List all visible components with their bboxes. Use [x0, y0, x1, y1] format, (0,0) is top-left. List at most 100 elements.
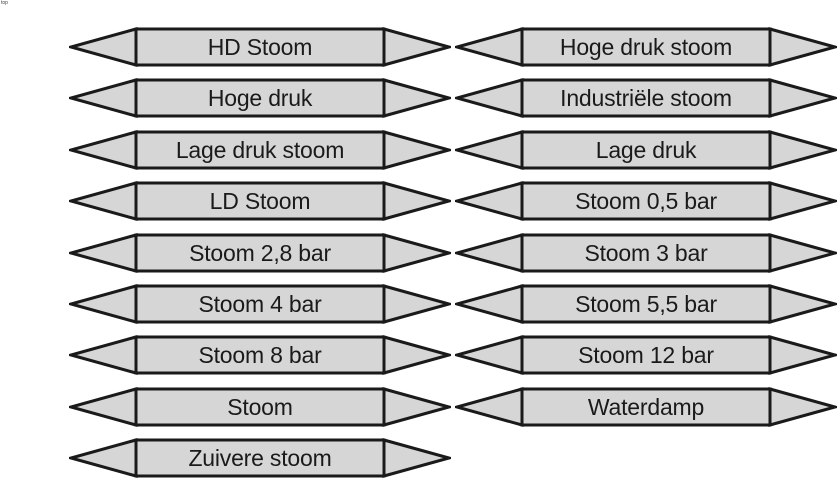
pipe-marker: Industriële stoom — [455, 78, 837, 119]
pipe-marker: LD Stoom — [69, 181, 451, 222]
left-arrow-icon — [69, 386, 138, 427]
left-arrow-icon — [69, 78, 138, 119]
pipe-marker: HD Stoom — [69, 27, 451, 67]
right-arrow-icon — [382, 181, 451, 222]
right-arrow-icon — [382, 386, 451, 427]
marker-label: Stoom 8 bar — [198, 342, 322, 369]
marker-label: Industriële stoom — [560, 85, 732, 112]
left-arrow-icon — [455, 27, 524, 67]
right-arrow-icon — [768, 283, 837, 324]
right-arrow-icon — [768, 181, 837, 222]
marker-label: Stoom 3 bar — [584, 239, 708, 266]
pipe-marker-shape — [69, 438, 451, 479]
right-arrow-icon — [382, 78, 451, 119]
right-arrow-icon — [768, 27, 837, 67]
left-arrow-icon — [69, 438, 138, 479]
marker-label: Lage druk stoom — [175, 136, 345, 163]
marker-label: Lage druk — [595, 136, 697, 163]
marker-label: Stoom 4 bar — [198, 290, 322, 317]
marker-body — [134, 387, 386, 427]
marker-body — [520, 335, 772, 375]
pipe-marker-shape — [69, 232, 451, 273]
left-arrow-icon — [69, 129, 138, 170]
marker-body — [134, 130, 386, 170]
pipe-marker-shape — [69, 335, 451, 376]
pipe-marker-shape — [69, 283, 451, 324]
pipe-marker-shape — [455, 386, 837, 427]
left-arrow-icon — [69, 27, 138, 67]
marker-label: Hoge druk stoom — [559, 34, 733, 60]
left-arrow-icon — [455, 283, 524, 324]
pipe-marker-shape — [455, 129, 837, 170]
pipe-marker-shape — [69, 78, 451, 119]
left-arrow-icon — [69, 335, 138, 376]
marker-label: Stoom 12 bar — [578, 342, 714, 369]
pipe-marker: Zuivere stoom — [69, 438, 451, 479]
left-arrow-icon — [455, 386, 524, 427]
right-arrow-icon — [768, 232, 837, 273]
pipe-marker-shape — [455, 181, 837, 222]
left-arrow-icon — [455, 129, 524, 170]
right-arrow-icon — [382, 335, 451, 376]
right-arrow-icon — [382, 27, 451, 67]
marker-label: Waterdamp — [587, 393, 705, 420]
pipe-marker: Hoge druk — [69, 78, 451, 119]
right-arrow-icon — [382, 283, 451, 324]
marker-body — [134, 78, 386, 118]
marker-body — [520, 387, 772, 427]
left-arrow-icon — [455, 335, 524, 376]
right-arrow-icon — [382, 438, 451, 479]
marker-body — [134, 233, 386, 273]
left-arrow-icon — [455, 181, 524, 222]
marker-label: Zuivere stoom — [188, 445, 332, 472]
left-arrow-icon — [69, 283, 138, 324]
marker-body — [134, 335, 386, 375]
marker-body — [520, 27, 772, 67]
pipe-marker-shape — [455, 78, 837, 119]
marker-label: Stoom — [227, 393, 293, 420]
left-arrow-icon — [455, 232, 524, 273]
left-arrow-icon — [69, 232, 138, 273]
right-arrow-icon — [382, 232, 451, 273]
pipe-marker: Lage druk — [455, 129, 837, 170]
pipe-marker-shape — [455, 232, 837, 273]
pipe-marker: Stoom 3 bar — [455, 232, 837, 273]
pipe-marker: Stoom — [69, 386, 451, 427]
pipe-marker: Stoom 0,5 bar — [455, 181, 837, 222]
pipe-marker: Lage druk stoom — [69, 129, 451, 170]
pipe-marker-shape — [69, 181, 451, 222]
marker-body — [520, 78, 772, 118]
marker-body — [520, 233, 772, 273]
left-arrow-icon — [69, 181, 138, 222]
marker-body — [520, 284, 772, 324]
pipe-marker: Stoom 4 bar — [69, 283, 451, 324]
pipe-marker: Stoom 8 bar — [69, 335, 451, 376]
marker-body — [520, 181, 772, 221]
marker-body — [134, 181, 386, 221]
pipe-marker-shape — [455, 27, 837, 67]
marker-label: LD Stoom — [209, 188, 311, 215]
right-arrow-icon — [768, 335, 837, 376]
marker-label: Stoom 5,5 bar — [575, 290, 717, 317]
right-arrow-icon — [382, 129, 451, 170]
pipe-marker-shape — [69, 386, 451, 427]
left-arrow-icon — [455, 78, 524, 119]
marker-label: Stoom 2,8 bar — [189, 239, 331, 266]
right-arrow-icon — [768, 129, 837, 170]
right-arrow-icon — [768, 386, 837, 427]
marker-label: HD Stoom — [207, 34, 313, 60]
pipe-marker: Stoom 5,5 bar — [455, 283, 837, 324]
pipe-marker-shape — [69, 129, 451, 170]
pipe-marker-shape — [69, 27, 451, 67]
marker-body — [134, 438, 386, 478]
corner-label: top — [1, 0, 8, 6]
marker-label: Hoge druk — [207, 85, 313, 112]
marker-body — [520, 130, 772, 170]
marker-body — [134, 284, 386, 324]
pipe-marker: Stoom 2,8 bar — [69, 232, 451, 273]
pipe-marker: Stoom 12 bar — [455, 335, 837, 376]
marker-body — [134, 27, 386, 67]
right-arrow-icon — [768, 78, 837, 119]
